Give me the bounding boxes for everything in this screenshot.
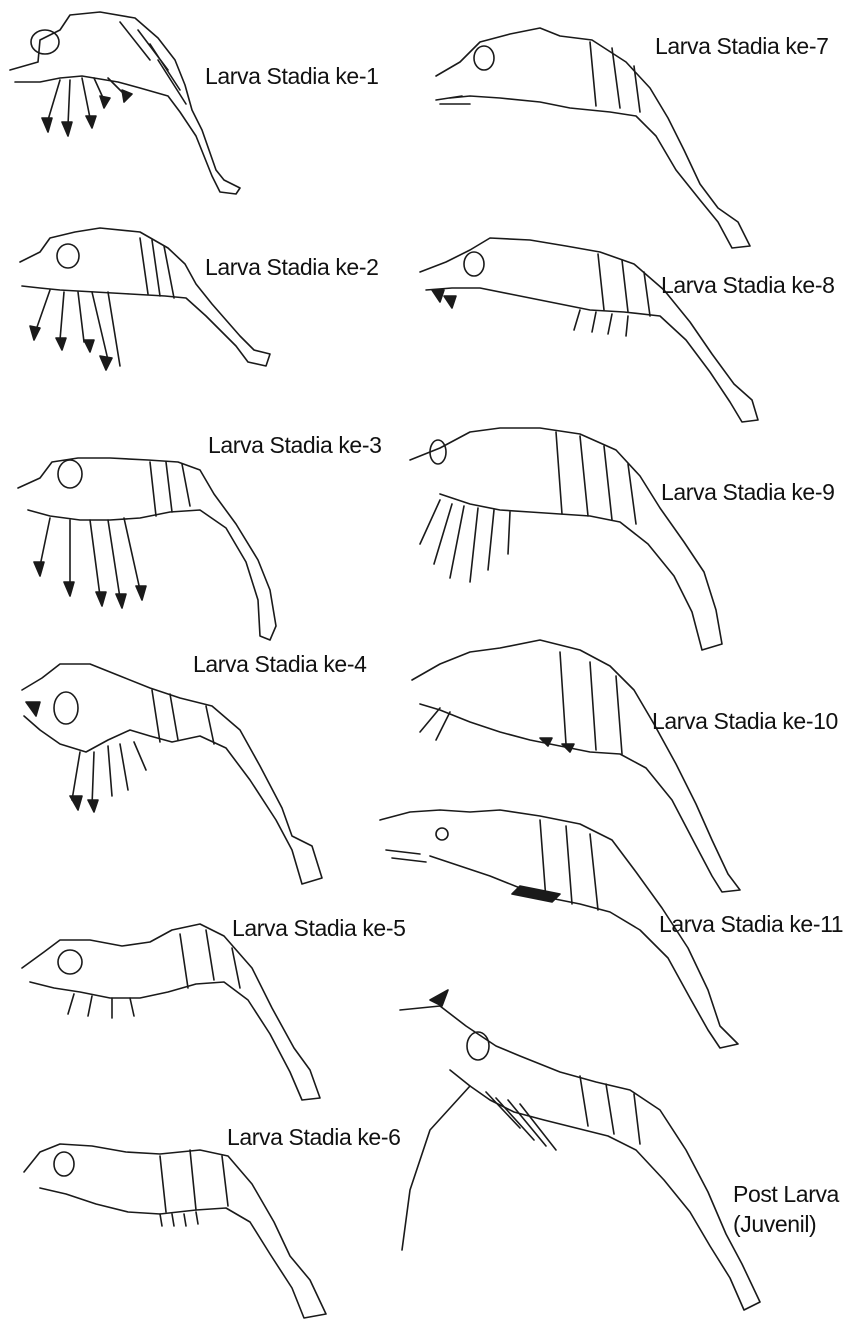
- larva-stage-7-drawing: [436, 28, 750, 248]
- larva-stage-1-drawing: [10, 12, 240, 194]
- larva-stage-8-drawing: [420, 238, 758, 422]
- larva-stage-3-drawing: [18, 458, 276, 640]
- stage-3-label: Larva Stadia ke-3: [208, 432, 381, 458]
- larva-stage-9-drawing: [410, 428, 722, 650]
- stage-9-label: Larva Stadia ke-9: [661, 479, 834, 505]
- stage-1-label: Larva Stadia ke-1: [205, 63, 378, 89]
- stage-2-label: Larva Stadia ke-2: [205, 254, 378, 280]
- post-larva-drawing: [400, 990, 760, 1310]
- stage-5-label: Larva Stadia ke-5: [232, 915, 405, 941]
- larva-stage-6-drawing: [24, 1144, 326, 1318]
- stage-11-label: Larva Stadia ke-11: [659, 911, 843, 937]
- stage-10-label: Larva Stadia ke-10: [652, 708, 838, 734]
- post-larva-label: Post Larva: [733, 1181, 839, 1207]
- larva-stage-10-drawing: [412, 640, 740, 892]
- stage-4-label: Larva Stadia ke-4: [193, 651, 366, 677]
- stage-8-label: Larva Stadia ke-8: [661, 272, 834, 298]
- stage-7-label: Larva Stadia ke-7: [655, 33, 828, 59]
- larva-stage-2-drawing: [20, 228, 270, 370]
- larva-stage-5-drawing: [22, 924, 320, 1100]
- juvenil-label: (Juvenil): [733, 1211, 816, 1237]
- larva-stage-4-drawing: [22, 664, 322, 884]
- stage-6-label: Larva Stadia ke-6: [227, 1124, 400, 1150]
